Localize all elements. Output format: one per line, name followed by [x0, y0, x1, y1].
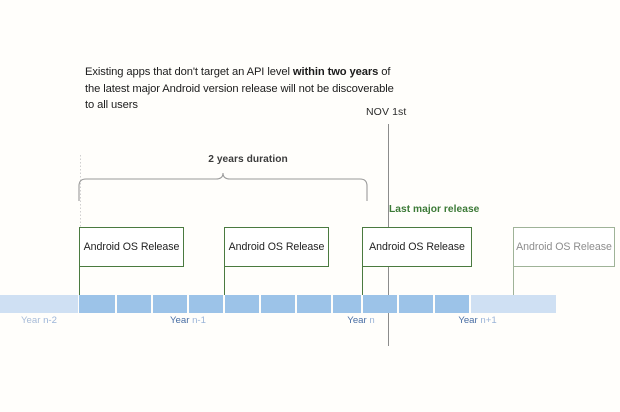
timeline-segment: [363, 295, 397, 313]
nov-marker-label: NOV 1st: [366, 106, 407, 118]
page-headline: Existing apps that don't target an API l…: [85, 64, 405, 114]
release-stem-line: [79, 267, 81, 295]
timeline-segment: [225, 295, 259, 313]
last-major-release-label: Last major release: [389, 204, 480, 215]
timeline-segment: [117, 295, 151, 313]
release-stem-line: [224, 267, 226, 295]
headline-part2: of the latest major Android version rele…: [85, 66, 394, 111]
year-label: Year n+1: [399, 315, 556, 326]
timeline-segment: [153, 295, 187, 313]
year-label: Year n-2: [0, 315, 78, 326]
timeline-segment: [471, 295, 556, 313]
year-label-word: Year: [21, 315, 44, 326]
headline-bold: within two years: [292, 66, 379, 78]
duration-bracket-icon: [78, 172, 368, 201]
release-stem-line: [362, 267, 364, 295]
android-os-release-box: Android OS Release: [224, 227, 329, 267]
year-label-index: n-2: [43, 315, 57, 326]
timeline-segment: [399, 295, 433, 313]
release-stem-line: [513, 267, 515, 295]
android-os-release-box: Android OS Release: [362, 227, 472, 267]
year-label-index: n+1: [480, 315, 497, 326]
timeline-segment: [189, 295, 223, 313]
timeline-bar: [0, 295, 556, 313]
timeline-segment: [79, 295, 115, 313]
release-box-label: Android OS Release: [369, 241, 465, 253]
year-label: Year n: [297, 315, 425, 326]
timeline-segment: [261, 295, 295, 313]
release-box-label: Android OS Release: [516, 241, 612, 253]
release-box-label: Android OS Release: [83, 241, 180, 253]
year-label-index: n-1: [192, 315, 206, 326]
timeline-segment: [297, 295, 331, 313]
year-label-word: Year: [347, 315, 370, 326]
year-label-word: Year: [170, 315, 193, 326]
headline-part1: Existing apps that don't target an API l…: [85, 66, 293, 78]
timeline-segment: [333, 295, 361, 313]
year-label-index: n: [369, 315, 375, 326]
dotted-guide-line: [80, 155, 81, 227]
timeline-segment: [435, 295, 469, 313]
android-os-release-box: Android OS Release: [513, 227, 615, 267]
release-box-label: Android OS Release: [228, 241, 325, 253]
duration-label: 2 years duration: [208, 154, 288, 165]
year-label-word: Year: [458, 315, 481, 326]
year-label: Year n-1: [79, 315, 297, 326]
timeline-segment: [0, 295, 78, 313]
android-os-release-box: Android OS Release: [79, 227, 184, 267]
